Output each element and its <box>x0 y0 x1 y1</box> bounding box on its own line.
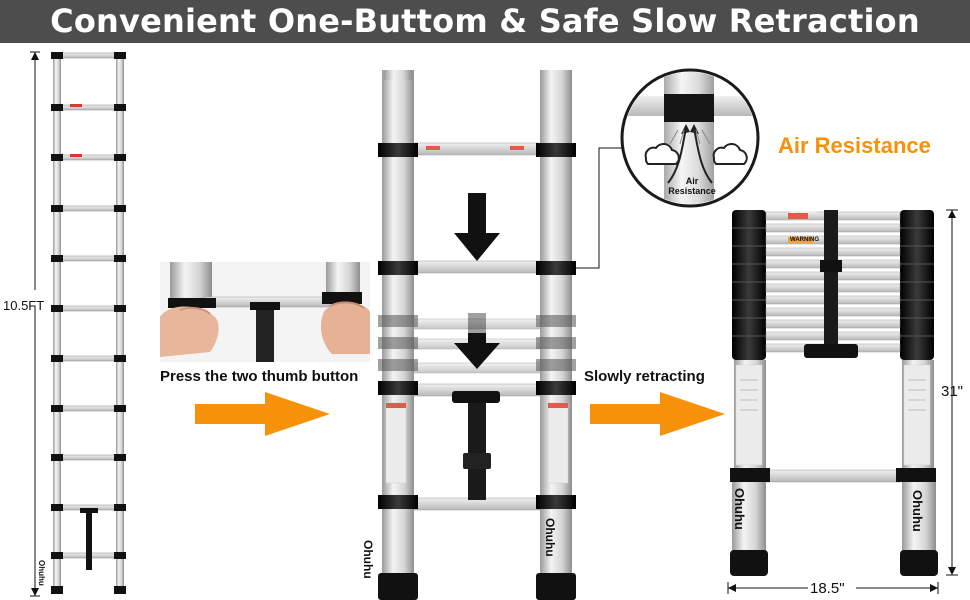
connector-line <box>575 147 627 269</box>
brand-label-center-left: Ohuhu <box>361 540 375 579</box>
retracted-ladder <box>727 209 958 596</box>
brand-label-left: Ohuhu <box>37 560 46 586</box>
air-inset-line-2: Resistance <box>668 186 716 196</box>
air-inset-line-1: Air <box>685 176 699 186</box>
arrow-right-icon-2 <box>590 392 725 436</box>
retracted-height-label: 31" <box>941 383 964 400</box>
extended-height-label: 10.5FT <box>3 298 45 313</box>
brand-label-right-right: Ohuhu <box>910 490 925 532</box>
page-title: Convenient One-Buttom & Safe Slow Retrac… <box>0 0 970 43</box>
width-label: 18.5" <box>810 580 845 597</box>
press-caption: Press the two thumb button <box>160 368 359 385</box>
danger-label: DANGER <box>791 209 818 215</box>
brand-label-right-left: Ohuhu <box>732 488 747 530</box>
arrow-right-icon <box>195 392 330 436</box>
thumb-button-photo <box>160 262 370 362</box>
center-ladder <box>378 70 576 600</box>
brand-label-center-right: Ohuhu <box>543 518 557 557</box>
air-inset-label: Air Resistance <box>664 176 720 196</box>
air-resistance-inset <box>620 68 760 208</box>
air-resistance-title: Air Resistance <box>778 133 931 158</box>
slowly-caption: Slowly retracting <box>584 368 705 385</box>
warning-label: WARNING <box>790 237 819 243</box>
